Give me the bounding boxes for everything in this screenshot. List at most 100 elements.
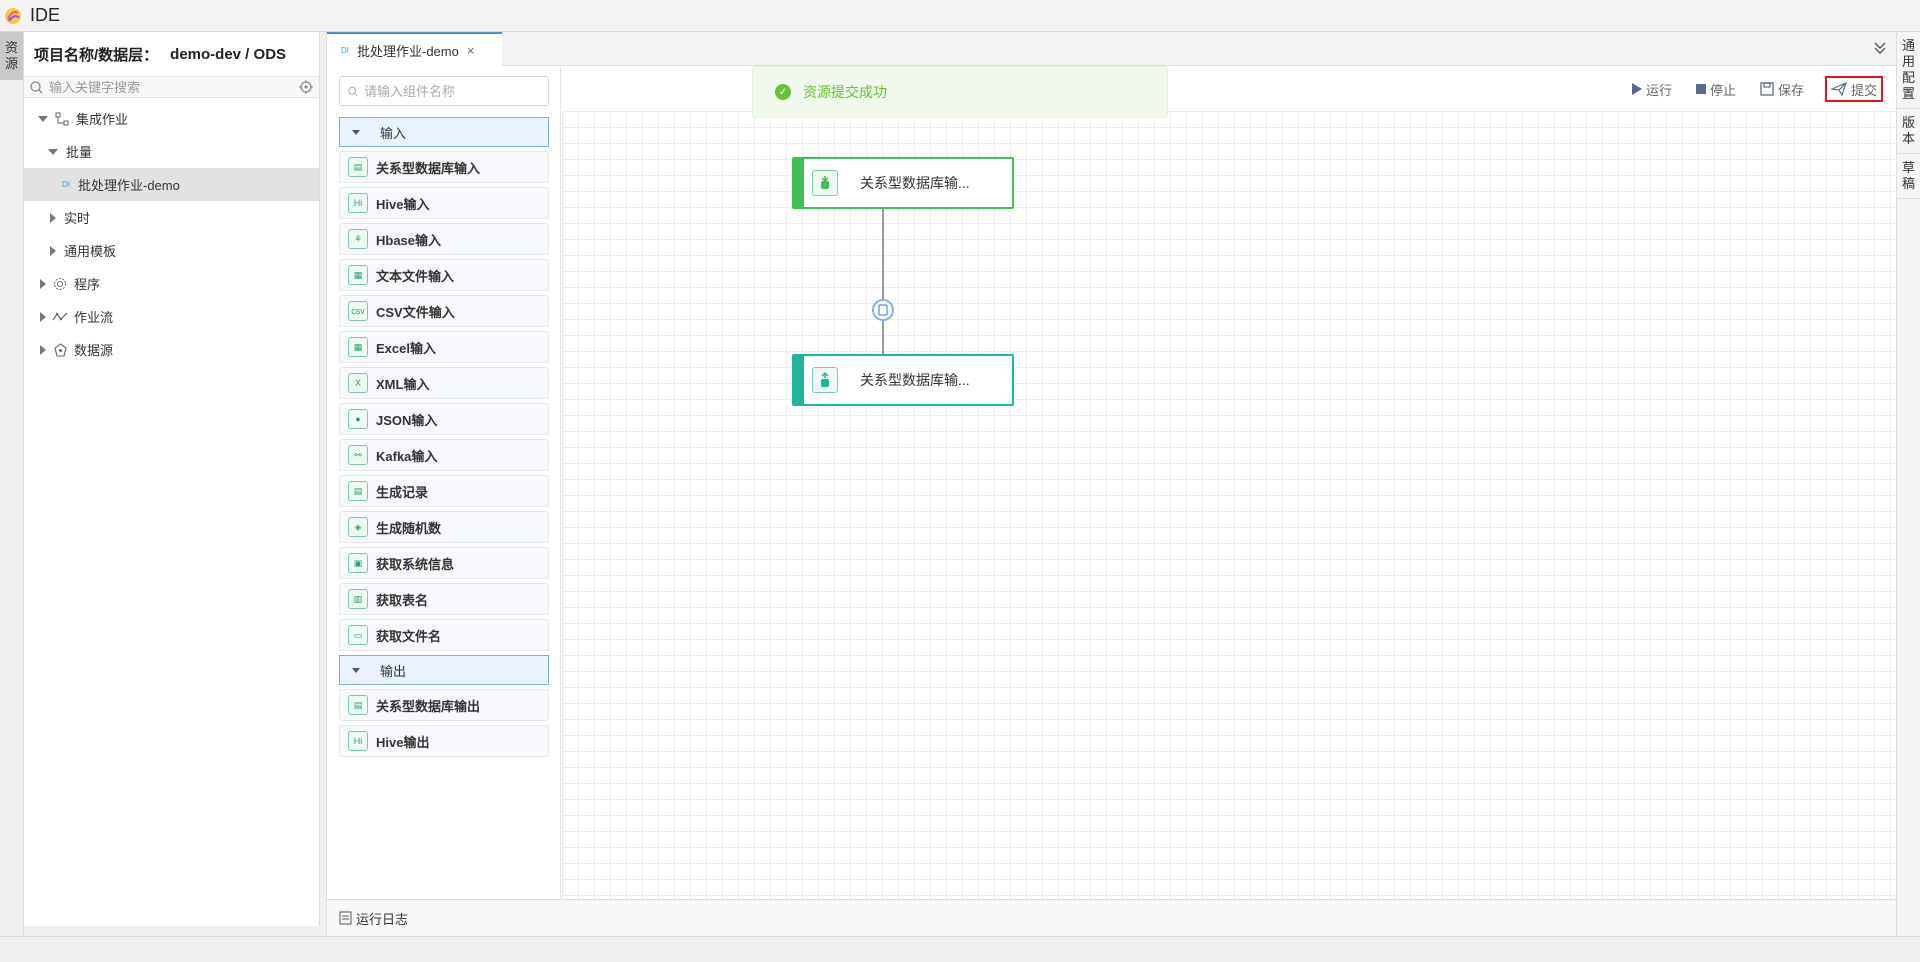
xml-file-icon: X: [348, 373, 368, 393]
tree-item-batch-job[interactable]: DI 批处理作业-demo: [24, 168, 319, 201]
palette-item-system-info[interactable]: ▣获取系统信息: [339, 547, 549, 579]
tree-item-datasource[interactable]: 数据源: [24, 333, 319, 366]
project-value: demo-dev / ODS: [170, 45, 287, 63]
right-tool-strip: 通 用 配 置 版 本 草 稿: [1896, 32, 1920, 936]
group-label: 输入: [380, 125, 407, 141]
tab-char: 通: [1901, 38, 1915, 53]
group-header-output[interactable]: 输出: [339, 655, 549, 685]
tree-item-label: 通用模板: [64, 244, 117, 259]
chevron-down-icon: [352, 667, 360, 673]
palette-item-file-name[interactable]: ▭ 获取文件名: [339, 619, 549, 651]
save-icon: [1760, 82, 1774, 96]
editor-toolbar: 运行 停止 保存 提交: [562, 67, 1897, 111]
tree-item-label: 程序: [74, 277, 101, 292]
palette-item-label: 生成随机数: [376, 520, 442, 536]
submit-button[interactable]: 提交: [1824, 76, 1883, 102]
hive-icon: Hi: [348, 731, 368, 751]
palette-item-label: Kafka输入: [376, 448, 438, 464]
check-circle-icon: ✓: [775, 84, 791, 100]
chevron-right-icon[interactable]: [50, 245, 56, 256]
title-bar: IDE: [0, 0, 1920, 32]
chevron-right-icon[interactable]: [40, 344, 46, 355]
success-toast: ✓ 资源提交成功: [752, 66, 1168, 118]
tree-item-label: 批量: [66, 145, 93, 160]
palette-item-table-name[interactable]: ▥获取表名: [339, 583, 549, 615]
status-bar: [0, 936, 1920, 962]
double-chevron-down-icon[interactable]: [1872, 40, 1888, 56]
integration-icon: [54, 111, 70, 127]
palette-item-generate-records[interactable]: ▤生成记录: [339, 475, 549, 507]
component-search-box: [339, 76, 549, 106]
close-icon[interactable]: ×: [466, 42, 475, 58]
run-log-bar[interactable]: 运行日志: [327, 899, 1897, 936]
send-icon: [1830, 82, 1847, 96]
chevron-down-icon[interactable]: [48, 148, 58, 155]
palette-item-label: CSV文件输入: [376, 304, 455, 320]
tree-item-program[interactable]: 程序: [24, 267, 319, 300]
di-file-icon: DI: [62, 180, 70, 189]
resource-vertical-tab[interactable]: 资 源: [0, 32, 23, 80]
tab-batch-job[interactable]: DI 批处理作业-demo ×: [327, 32, 502, 66]
tree-item-label: 数据源: [74, 343, 114, 358]
toast-message: 资源提交成功: [803, 84, 887, 100]
palette-item-label: 关系型数据库输入: [376, 160, 481, 176]
resource-search-input[interactable]: [49, 79, 299, 95]
tab-char: 稿: [1901, 176, 1915, 191]
run-button[interactable]: 运行: [1628, 76, 1675, 102]
edge-layer: [872, 205, 894, 385]
submit-label: 提交: [1850, 82, 1877, 98]
tree-item-batch[interactable]: 批量: [24, 135, 319, 168]
canvas-node-rdb-input[interactable]: 关系型数据库输...: [792, 157, 1014, 209]
palette-item-label: 文本文件输入: [376, 268, 455, 284]
workflow-canvas[interactable]: 关系型数据库输... 关系型数据库输...: [562, 111, 1897, 899]
palette-item-label: Hbase输入: [376, 232, 442, 248]
palette-item-kafka-input[interactable]: ⚯Kafka输入: [339, 439, 549, 471]
chevron-down-icon[interactable]: [38, 115, 48, 122]
tab-version[interactable]: 版 本: [1897, 109, 1920, 154]
tree-item-workflow[interactable]: 作业流: [24, 300, 319, 333]
palette-item-label: 获取系统信息: [376, 556, 455, 572]
edge-connector-icon: [872, 299, 894, 321]
tab-char: 版: [1901, 115, 1915, 130]
chevron-right-icon[interactable]: [40, 311, 46, 322]
tab-char: 草: [1901, 160, 1915, 175]
canvas-node-rdb-output[interactable]: 关系型数据库输...: [792, 354, 1014, 406]
stop-button[interactable]: 停止: [1693, 76, 1739, 102]
component-search-input[interactable]: [364, 83, 540, 99]
tab-char: 配: [1901, 70, 1915, 85]
stop-label: 停止: [1709, 82, 1736, 98]
save-button[interactable]: 保存: [1757, 76, 1807, 102]
tree-item-label: 实时: [64, 211, 91, 226]
palette-item-random-number[interactable]: ◈ 生成随机数: [339, 511, 549, 543]
palette-item-label: JSON输入: [376, 412, 438, 428]
palette-item-json-input[interactable]: ●JSON输入: [339, 403, 549, 435]
tab-draft[interactable]: 草 稿: [1897, 154, 1920, 199]
tree-item-templates[interactable]: 通用模板: [24, 234, 319, 267]
tree-item-integration[interactable]: 集成作业: [24, 102, 319, 135]
workflow-icon: [52, 309, 68, 325]
tab-char: 置: [1901, 86, 1915, 101]
save-label: 保存: [1777, 82, 1804, 98]
palette-item-rdb-output[interactable]: ▤关系型数据库输出: [339, 689, 549, 721]
palette-item-text-input[interactable]: ▦文本文件输入: [339, 259, 549, 291]
palette-item-label: 获取文件名: [376, 628, 442, 644]
locate-icon[interactable]: [299, 80, 313, 94]
database-icon: ▤: [348, 157, 368, 177]
chevron-right-icon[interactable]: [50, 212, 56, 223]
chevron-right-icon[interactable]: [40, 278, 46, 289]
tab-general-config[interactable]: 通 用 配 置: [1897, 32, 1920, 109]
palette-item-excel-input[interactable]: ▦Excel输入: [339, 331, 549, 363]
cube-icon: ◈: [348, 517, 368, 537]
palette-item-rdb-input[interactable]: ▤ 关系型数据库输入: [339, 151, 549, 183]
tree-item-label: 集成作业: [76, 112, 129, 127]
folder-icon: ▭: [348, 625, 368, 645]
group-header-input[interactable]: 输入: [339, 117, 549, 147]
tree-item-realtime[interactable]: 实时: [24, 201, 319, 234]
palette-item-hbase-input[interactable]: ⚘Hbase输入: [339, 223, 549, 255]
project-label: 项目名称/数据层：: [34, 46, 159, 64]
